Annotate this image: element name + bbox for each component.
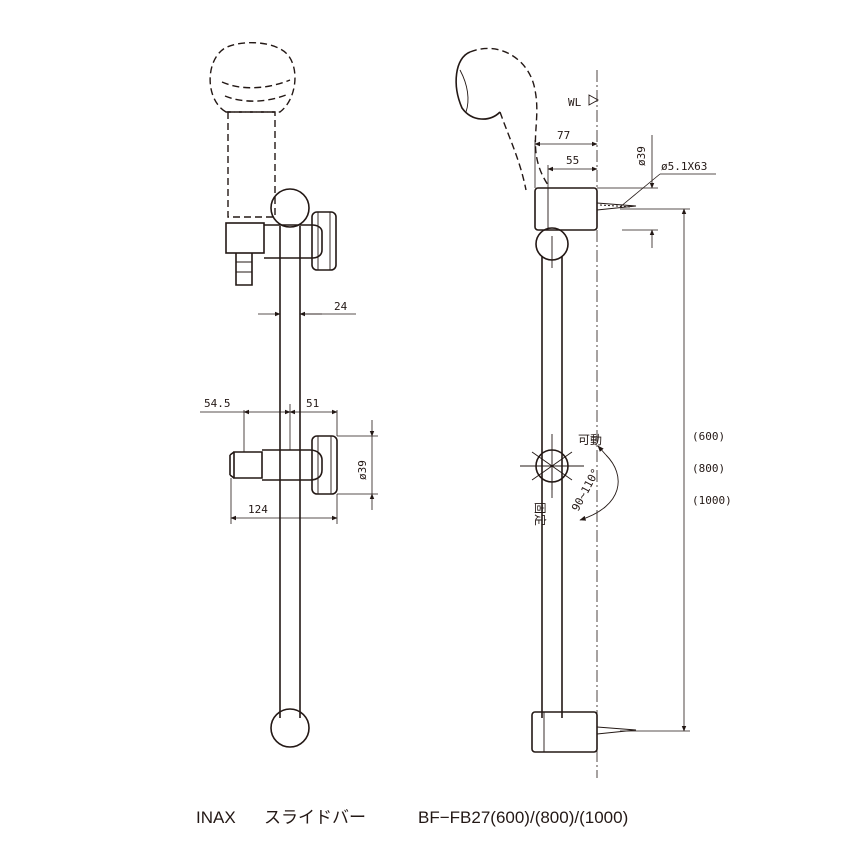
dim-angle-text: 90~110° — [569, 466, 602, 513]
upper-holder — [225, 211, 337, 286]
label-fixed: 固定 — [533, 502, 548, 526]
dim-screw-text: ø5.1X63 — [661, 160, 707, 173]
angle-indicator: 可動 固定 90~110° — [533, 433, 619, 526]
length-option-800: (800) — [692, 462, 725, 475]
dim-offsets: 54.5 51 — [200, 397, 338, 452]
front-view: 24 54.5 51 124 — [200, 41, 378, 748]
caption-brand: INAX — [196, 808, 236, 827]
side-top-bracket — [534, 187, 637, 261]
side-middle-holder — [520, 434, 584, 498]
side-shower-head-dashed — [455, 47, 549, 191]
side-bottom-bracket — [531, 711, 637, 753]
label-movable: 可動 — [578, 433, 602, 447]
dim-holder-diameter: ø39 — [337, 420, 378, 510]
length-option-600: (600) — [692, 430, 725, 443]
wall-label-marker — [588, 94, 599, 106]
shower-head-dashed — [209, 41, 296, 218]
wall-label: WL — [568, 96, 582, 109]
bottom-bracket-circle — [270, 708, 310, 748]
dim-left-offset-text: 54.5 — [204, 397, 231, 410]
dim-total-width-text: 124 — [248, 503, 268, 516]
top-bracket-circle — [270, 188, 310, 228]
dim-holder-diameter-text: ø39 — [356, 460, 369, 480]
side-bracket-dims: ø39 ø5.1X63 — [597, 135, 716, 248]
dim-bracket-diameter-text: ø39 — [635, 146, 648, 166]
caption: INAX スライドバー BF−FB27(600)/(800)/(1000) — [196, 808, 628, 827]
middle-holder — [229, 435, 338, 495]
dim-depth-inner-text: 55 — [566, 154, 579, 167]
length-dim: (600) (800) (1000) — [620, 208, 732, 732]
side-rod — [541, 256, 563, 718]
side-view: WL — [455, 47, 732, 778]
length-option-1000: (1000) — [692, 494, 732, 507]
dim-total-width: 124 — [230, 478, 338, 524]
slide-bar-rod — [279, 226, 301, 718]
caption-product-name: スライドバー — [264, 808, 366, 827]
dim-depth-outer-text: 77 — [557, 129, 570, 142]
caption-model: BF−FB27(600)/(800)/(1000) — [418, 808, 628, 827]
dim-rod-diameter-text: 24 — [334, 300, 348, 313]
dim-right-offset-text: 51 — [306, 397, 319, 410]
side-depth-dims: 77 55 — [534, 129, 598, 188]
dim-rod-diameter: 24 — [258, 300, 356, 317]
